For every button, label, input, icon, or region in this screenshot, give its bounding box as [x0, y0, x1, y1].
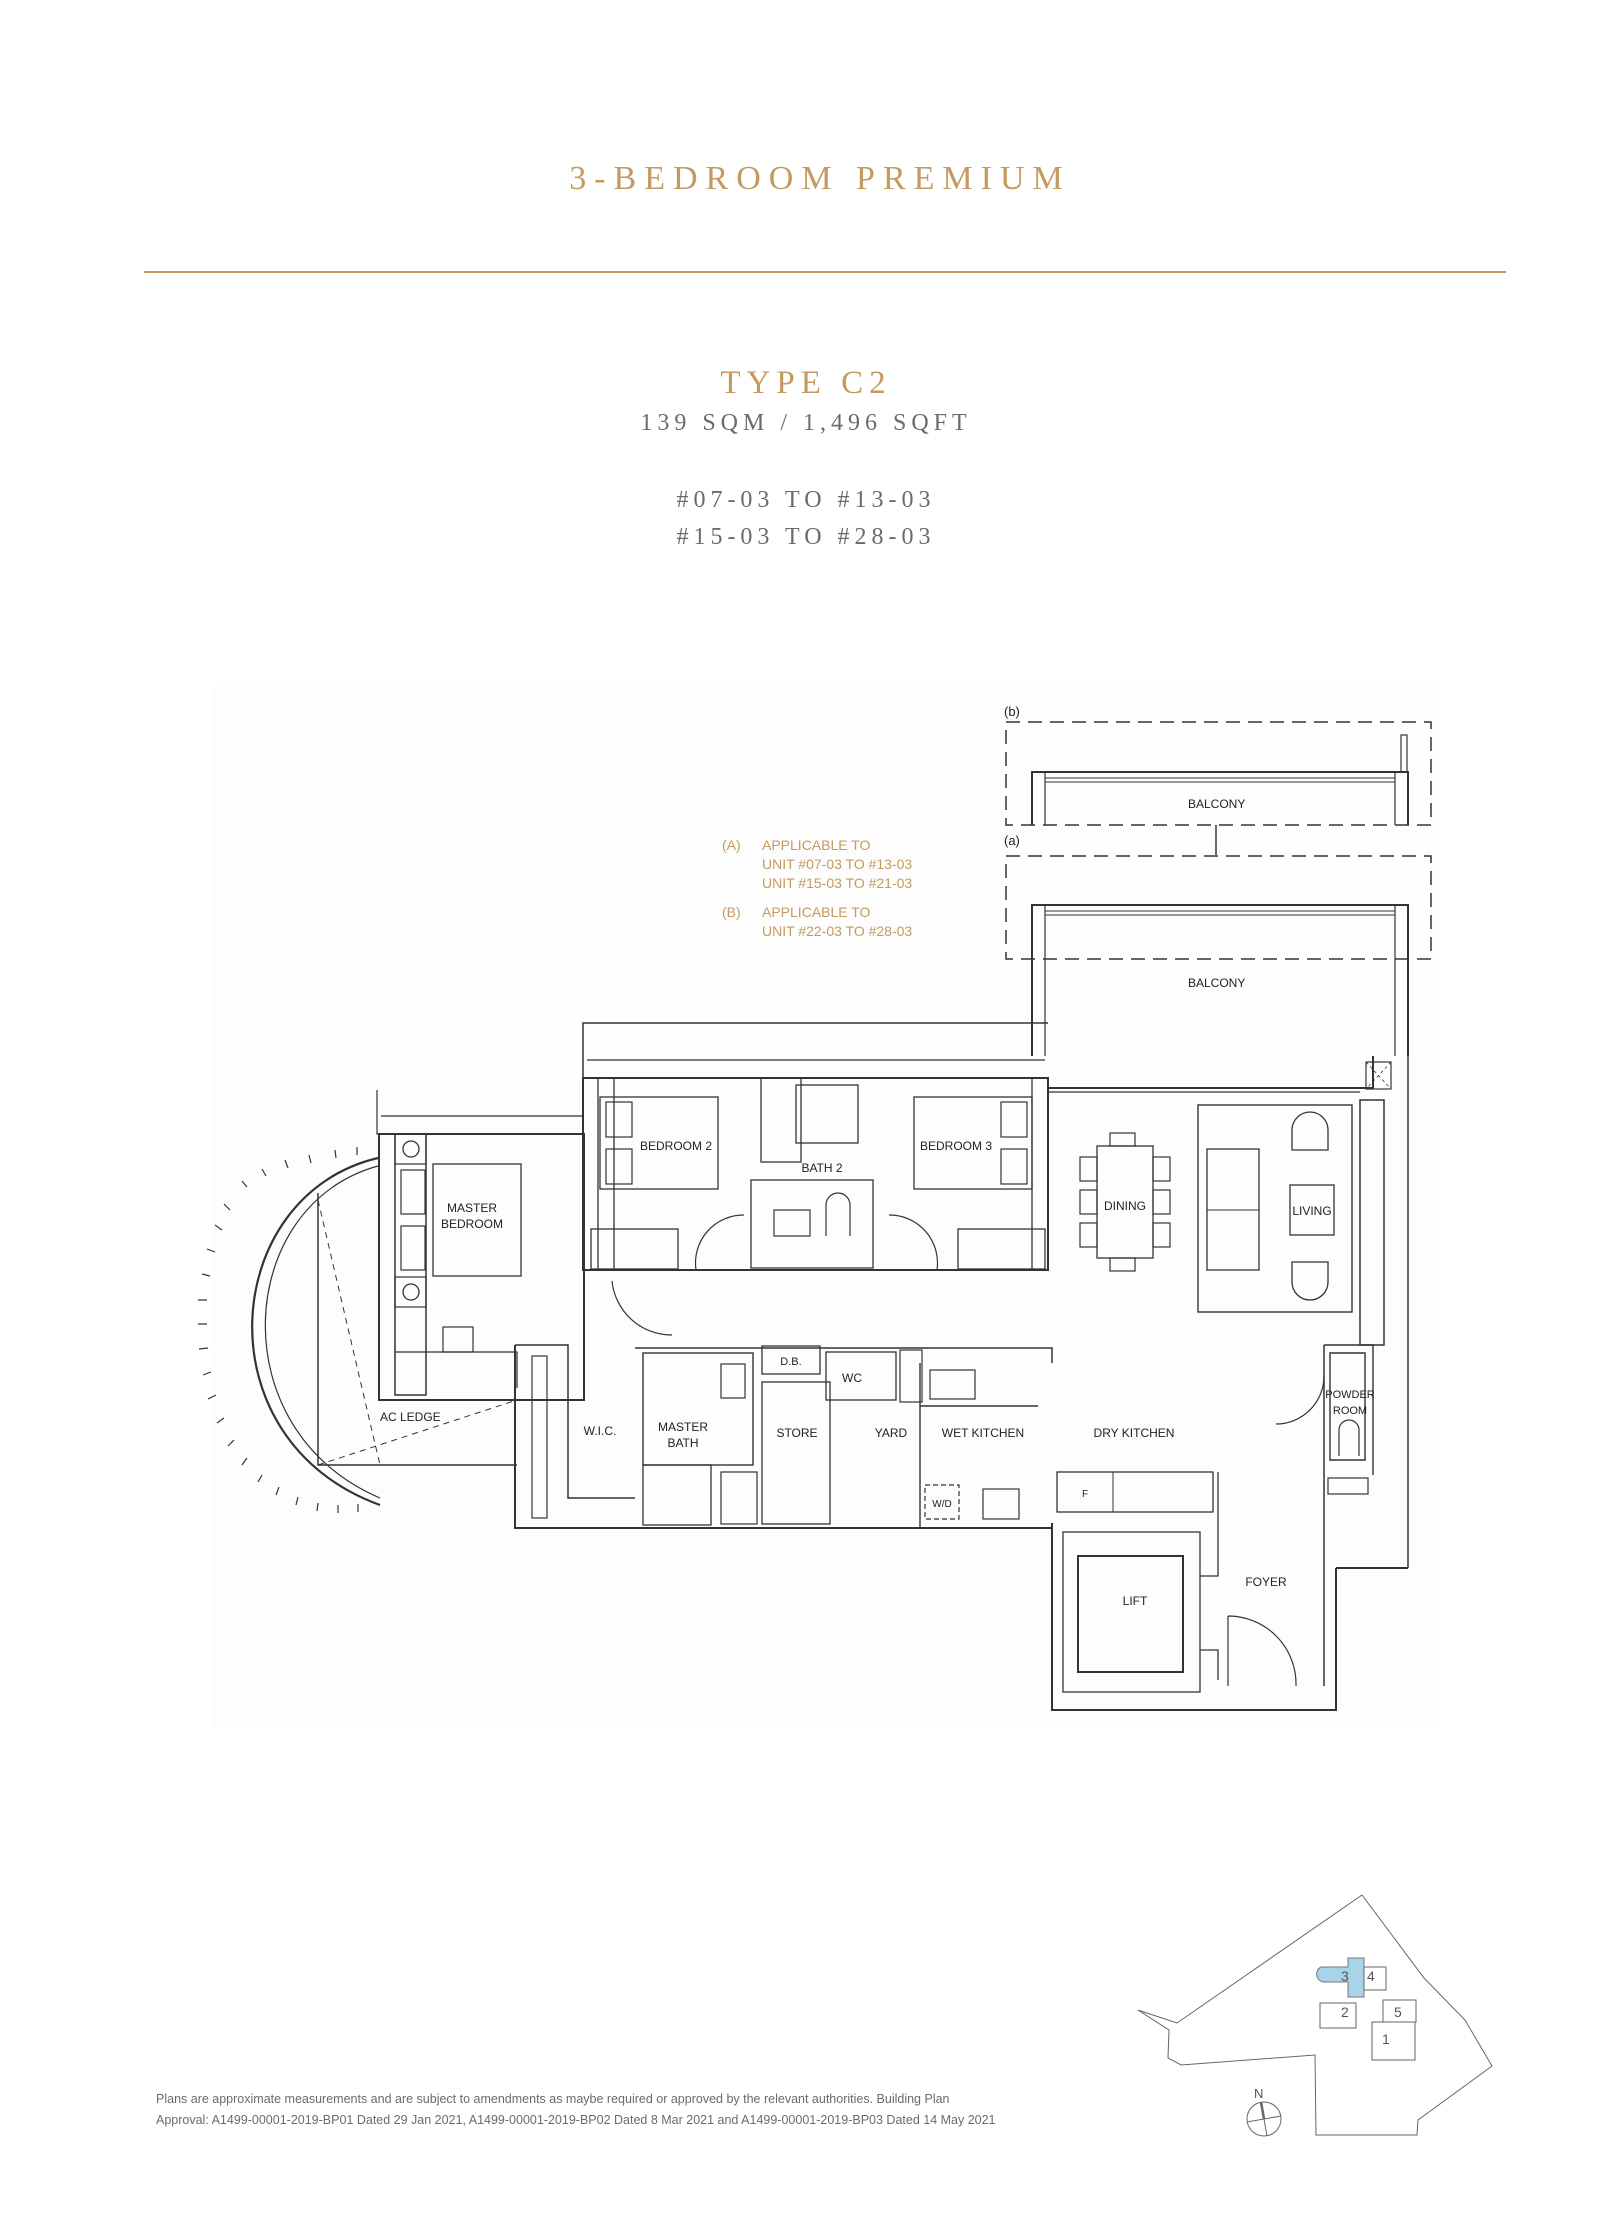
- foyer-label: FOYER: [1245, 1575, 1287, 1589]
- yard-label: YARD: [875, 1426, 908, 1440]
- powder-room-label-1: POWDER: [1325, 1389, 1375, 1401]
- fridge-label: F: [1082, 1489, 1088, 1500]
- dining-label: DINING: [1104, 1199, 1146, 1213]
- page-category-title: 3-BEDROOM PREMIUM: [569, 160, 1071, 197]
- block-1: 1: [1382, 2031, 1390, 2047]
- svg-text:N: N: [1254, 2086, 1263, 2101]
- key-plan: 3 4 2 5 1 N: [1137, 1894, 1493, 2137]
- block-5: 5: [1394, 2004, 1402, 2020]
- variant-a-label: (a): [1004, 833, 1020, 848]
- unit-range-1: #07-03 TO #13-03: [676, 487, 936, 513]
- wic-label: W.I.C.: [584, 1424, 617, 1438]
- store-label: STORE: [776, 1426, 817, 1440]
- applicability-notes: (A) APPLICABLE TO UNIT #07-03 TO #13-03 …: [722, 836, 912, 951]
- master-bedroom-label-1: MASTER: [447, 1201, 497, 1215]
- variant-b-label: (b): [1004, 704, 1020, 719]
- bedroom3-label: BEDROOM 3: [920, 1139, 992, 1153]
- block-2: 2: [1341, 2004, 1349, 2020]
- block-3-highlight: [1316, 1957, 1365, 1998]
- db-label: D.B.: [780, 1356, 801, 1368]
- wc-label: WC: [842, 1371, 862, 1385]
- unit-type-title: TYPE C2: [720, 365, 892, 401]
- note-a: (A) APPLICABLE TO UNIT #07-03 TO #13-03 …: [722, 837, 913, 891]
- wd-label: W/D: [932, 1499, 951, 1510]
- note-b: (B) APPLICABLE TO UNIT #22-03 TO #28-03: [722, 904, 913, 939]
- block-3: 3: [1341, 1968, 1349, 1984]
- powder-room-label-2: ROOM: [1333, 1405, 1367, 1417]
- bath2-label: BATH 2: [801, 1161, 842, 1175]
- header-divider: [144, 271, 1506, 273]
- unit-range-2: #15-03 TO #28-03: [676, 524, 936, 550]
- living-label: LIVING: [1292, 1204, 1331, 1218]
- block-4: 4: [1367, 1968, 1375, 1984]
- balcony-variant-b: (b) BALCONY: [1004, 704, 1432, 826]
- master-bedroom-label-2: BEDROOM: [441, 1217, 503, 1231]
- dry-kitchen-label: DRY KITCHEN: [1094, 1426, 1175, 1440]
- disclaimer: Plans are approximate measurements and a…: [156, 2092, 996, 2127]
- bedroom2-label: BEDROOM 2: [640, 1139, 712, 1153]
- ac-ledge-label: AC LEDGE: [380, 1410, 441, 1424]
- balcony-b-label: BALCONY: [1188, 797, 1245, 811]
- facade-fins: [198, 1147, 359, 1513]
- master-bath-label-1: MASTER: [658, 1420, 708, 1434]
- unit-size: 139 SQM / 1,496 SQFT: [640, 410, 972, 436]
- master-bath-label-2: BATH: [667, 1436, 698, 1450]
- wet-kitchen-label: WET KITCHEN: [942, 1426, 1024, 1440]
- north-arrow-icon: N: [1246, 2086, 1282, 2137]
- lift-label: LIFT: [1123, 1594, 1148, 1608]
- balcony-label: BALCONY: [1188, 976, 1245, 990]
- balcony-variant-a: (a): [1004, 833, 1432, 960]
